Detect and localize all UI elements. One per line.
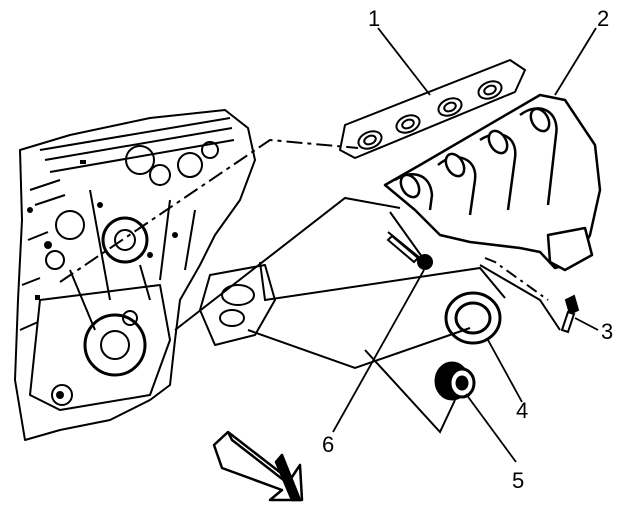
callout-6: 6 xyxy=(322,432,334,457)
nut xyxy=(434,361,476,401)
engine-block xyxy=(14,109,276,441)
callout-5: 5 xyxy=(512,468,524,493)
stud xyxy=(560,294,580,334)
leader-2 xyxy=(554,27,597,96)
outlet-seal xyxy=(444,291,502,345)
front-arrow-icon xyxy=(212,430,304,502)
callout-1: 1 xyxy=(368,6,380,31)
engine-detail-shading xyxy=(27,160,178,399)
leader-1 xyxy=(377,27,431,96)
leader-6 xyxy=(332,269,425,433)
leader-lines xyxy=(332,27,599,463)
manifold-gasket xyxy=(339,59,526,159)
exhaust-manifold xyxy=(383,93,602,272)
leader-3 xyxy=(574,317,599,331)
assembly-lines xyxy=(59,138,561,434)
callout-3: 3 xyxy=(601,319,613,344)
callout-2: 2 xyxy=(597,6,609,31)
callout-4: 4 xyxy=(516,398,528,423)
leader-5 xyxy=(465,393,517,463)
leader-4 xyxy=(487,339,523,403)
